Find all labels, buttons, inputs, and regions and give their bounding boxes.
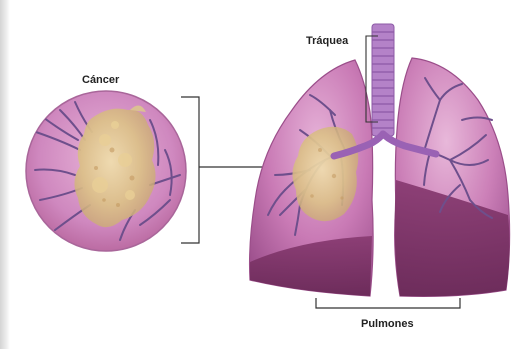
cancer-label: Cáncer xyxy=(82,74,119,86)
right-lung xyxy=(395,58,510,296)
magnified-cancer-circle xyxy=(26,91,186,251)
lungs-label: Pulmones xyxy=(361,318,414,330)
lungs-bracket xyxy=(316,298,460,308)
trachea-label: Tráquea xyxy=(306,35,348,47)
left-lung xyxy=(250,60,374,296)
trachea xyxy=(372,24,394,136)
